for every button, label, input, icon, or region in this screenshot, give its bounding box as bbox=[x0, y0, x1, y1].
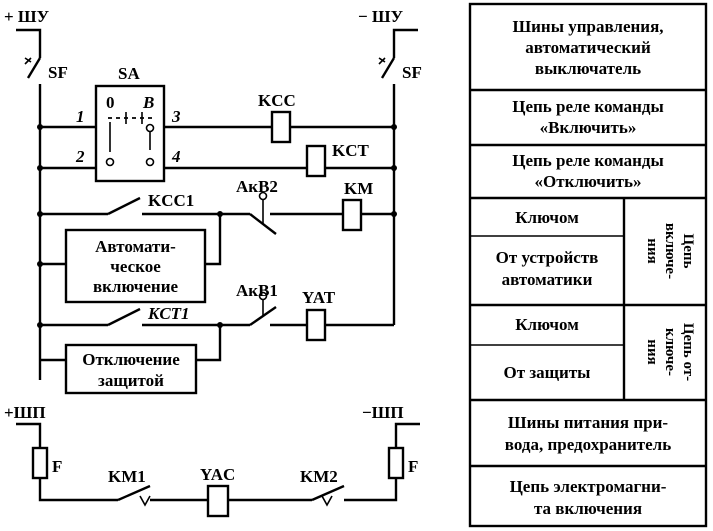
legend-power-line2: вода, предохранитель bbox=[505, 435, 671, 454]
legend-on-auto-line1: От устройств bbox=[496, 248, 599, 267]
control-bus-plus-label: + ШУ bbox=[4, 7, 50, 26]
contact-4-label: 4 bbox=[171, 147, 181, 166]
legend-coil-line1: Цепь электромагни- bbox=[510, 477, 667, 496]
contact-kcc1-label: KCC1 bbox=[148, 191, 194, 210]
junction-dots bbox=[37, 124, 397, 328]
auto-box-line-2: ческое bbox=[110, 257, 161, 276]
legend-row1-line3: выключатель bbox=[535, 59, 641, 78]
yat-trip-circuit bbox=[40, 291, 394, 362]
power-bus-minus-label: −ШП bbox=[362, 403, 404, 422]
legend-on-auto-line2: автоматики bbox=[502, 270, 593, 289]
auto-switching-box bbox=[40, 228, 207, 304]
kcc-relay-circuit bbox=[40, 110, 394, 144]
contact-km1-label: KM1 bbox=[108, 467, 146, 486]
legend-row2-line2: «Включить» bbox=[540, 118, 637, 137]
km-relay-circuit bbox=[40, 191, 394, 266]
legend-on-side-line3: ния bbox=[644, 238, 660, 263]
contact-3-label: 3 bbox=[171, 107, 181, 126]
switch-pos-b-label: В bbox=[142, 93, 154, 112]
coil-yac-label: YAC bbox=[200, 465, 235, 484]
legend-on-side-line1: Цепь bbox=[680, 234, 696, 269]
legend-row1-line2: автоматический bbox=[525, 38, 651, 57]
contact-akv2-label: АкВ2 bbox=[236, 177, 278, 196]
kct-relay-circuit bbox=[40, 144, 394, 178]
breaker-right-label: SF bbox=[402, 63, 422, 82]
legend-row3-line2: «Отключить» bbox=[535, 172, 642, 191]
legend-row3-line1: Цепь реле команды bbox=[512, 151, 664, 170]
relay-km-label: KM bbox=[344, 179, 373, 198]
switch-pos-0-label: 0 bbox=[106, 93, 115, 112]
auto-box-line-3: включение bbox=[93, 277, 179, 296]
protection-trip-box bbox=[40, 343, 198, 395]
power-bus-plus-label: +ШП bbox=[4, 403, 46, 422]
contact-2-label: 2 bbox=[75, 147, 85, 166]
legend-off-side-line3: ния bbox=[644, 339, 660, 364]
relay-kct-label: KCT bbox=[332, 141, 370, 160]
breaker-left-label: SF bbox=[48, 63, 68, 82]
fuse-right-label: F bbox=[408, 457, 418, 476]
yac-closing-circuit bbox=[16, 422, 420, 518]
legend-coil-line2: та включения bbox=[534, 499, 642, 518]
auto-box-line-1: Автомати- bbox=[95, 237, 176, 256]
legend-row2-line1: Цепь реле команды bbox=[512, 97, 664, 116]
contact-km2-label: KM2 bbox=[300, 467, 338, 486]
left-control-bus bbox=[16, 28, 42, 380]
legend-off-side-line2: ключе- bbox=[662, 328, 678, 376]
legend-on-key: Ключом bbox=[515, 208, 579, 227]
prot-box-line-1: Отключение bbox=[82, 350, 180, 369]
fuse-left-label: F bbox=[52, 457, 62, 476]
switch-name-label: SA bbox=[118, 64, 140, 83]
prot-box-line-2: защитой bbox=[98, 371, 164, 390]
legend-off-key: Ключом bbox=[515, 315, 579, 334]
control-switch-sa bbox=[94, 84, 166, 183]
legend-power-line1: Шины питания при- bbox=[508, 413, 669, 432]
legend-off-prot: От защиты bbox=[504, 363, 591, 382]
legend-table bbox=[468, 2, 708, 528]
legend-off-side-line1: Цепь от- bbox=[680, 323, 696, 381]
legend-row1-line1: Шины управления, bbox=[512, 17, 663, 36]
contact-kct1-label: KCT1 bbox=[147, 304, 190, 323]
relay-kcc-label: KCC bbox=[258, 91, 296, 110]
legend-on-side-line2: включе- bbox=[662, 223, 678, 279]
control-bus-minus-label: − ШУ bbox=[358, 7, 404, 26]
contact-1-label: 1 bbox=[76, 107, 85, 126]
coil-yat-label: YAT bbox=[302, 288, 336, 307]
contact-akv1-label: АкВ1 bbox=[236, 281, 278, 300]
